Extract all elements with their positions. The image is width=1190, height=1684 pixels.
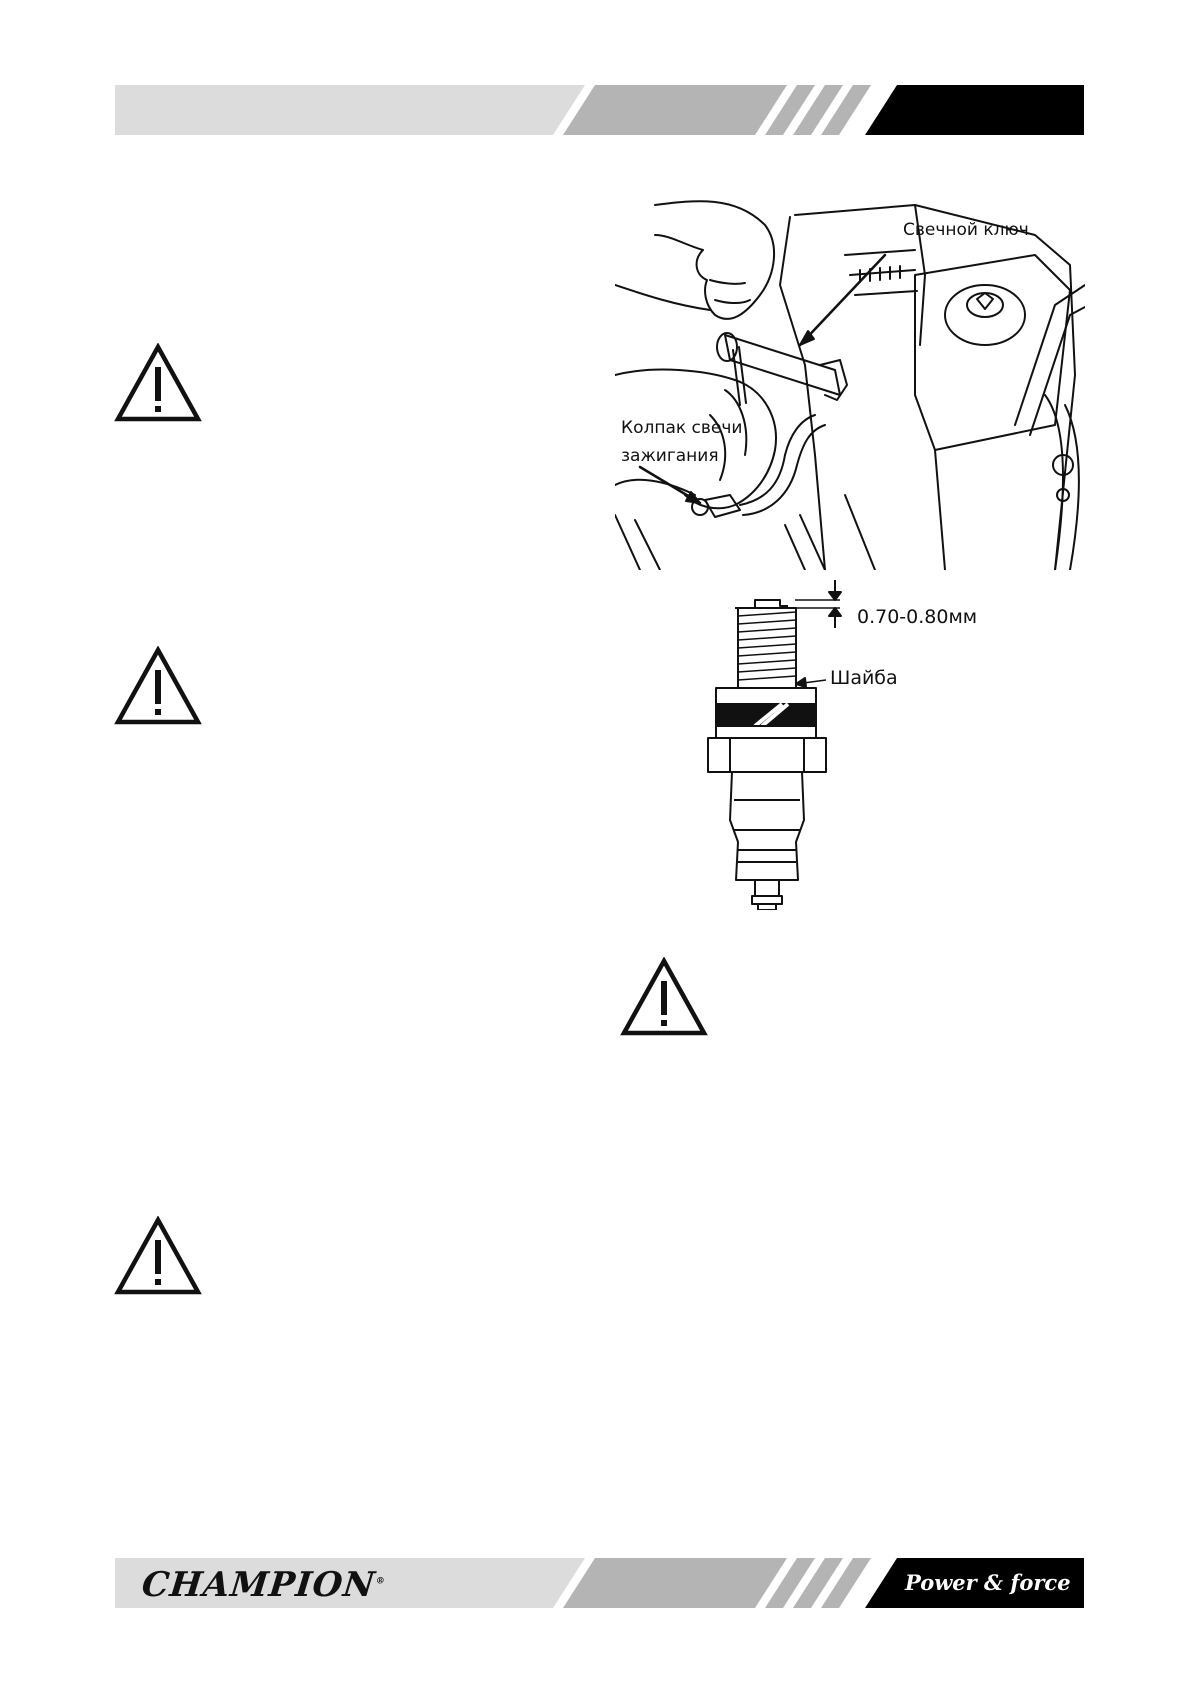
logo-text: CHAMPION [139,1565,378,1605]
header-band [115,85,1084,135]
footer-band [115,1558,1084,1608]
warning-triangle-icon [114,1216,202,1295]
washer-label: Шайба [830,667,898,689]
gap-label: 0.70-0.80мм [857,606,978,628]
registered-mark: ® [375,1576,387,1587]
spark-plug-illustration [707,580,842,910]
warning-triangle-icon [114,343,202,422]
wrench-label: Свечной ключ [903,220,1029,240]
warning-triangle-icon [620,957,708,1036]
cap-label-line2: зажигания [621,446,719,466]
champion-logo: CHAMPION® [140,1565,388,1605]
warning-triangle-icon [114,646,202,725]
spark-plug-wrench-illustration [615,200,1085,570]
cap-label-line1: Колпак свечи [621,418,743,438]
tagline: Power & force [905,1570,1071,1595]
